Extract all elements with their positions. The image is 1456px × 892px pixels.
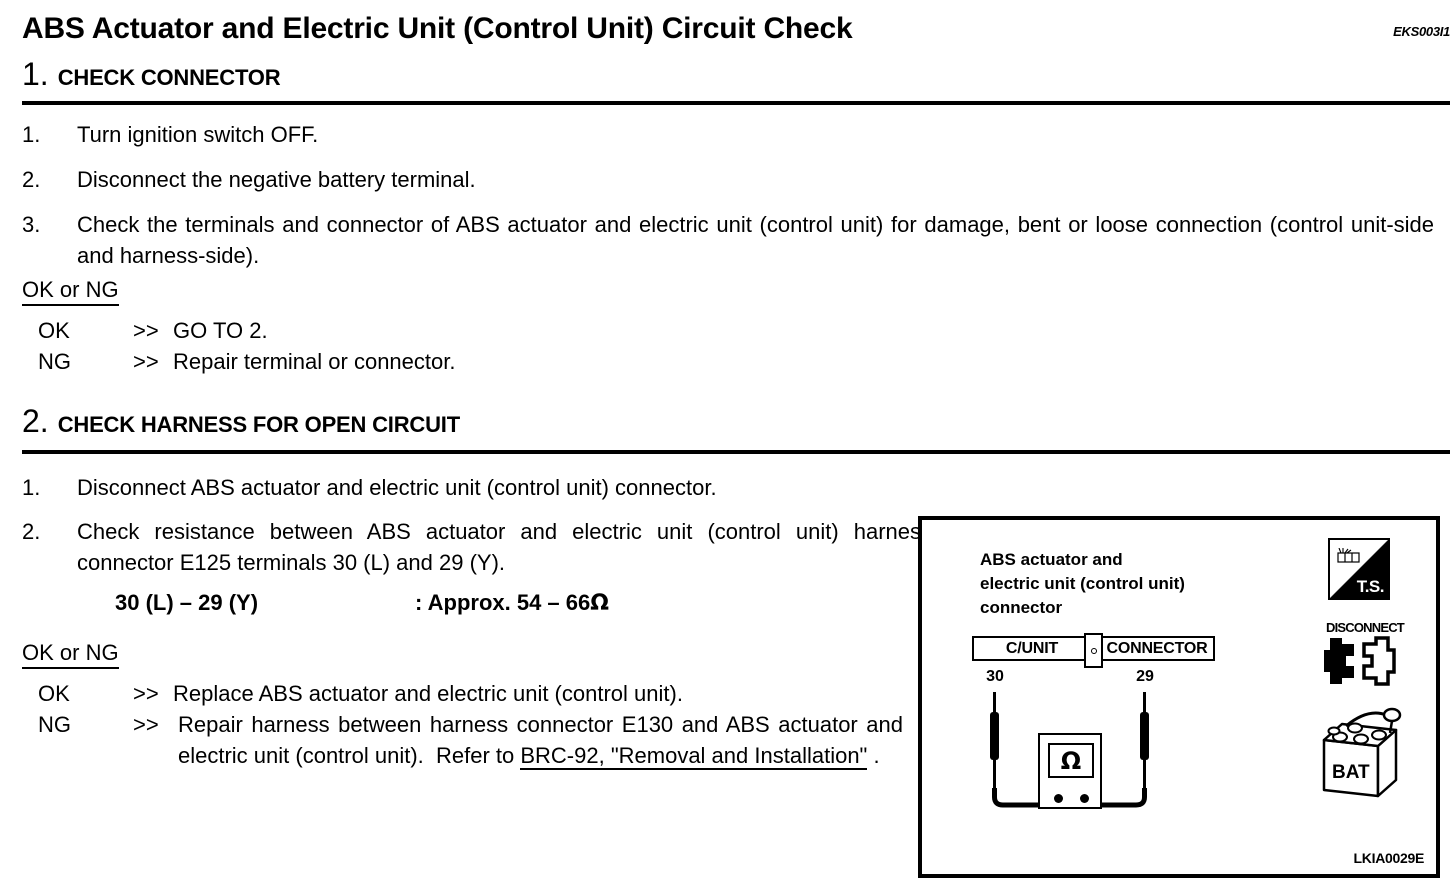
step-2-heading: 2. CHECK HARNESS FOR OPEN CIRCUIT (22, 405, 460, 438)
connector-sketch-icon (1337, 548, 1360, 563)
disconnect-label: DISCONNECT (1326, 620, 1405, 635)
battery-icon: BAT (1322, 707, 1402, 798)
figure-id: LKIA0029E (1353, 850, 1425, 866)
connector-label-cunit: C/UNIT (1005, 639, 1059, 657)
judgement-tag-ng: NG (38, 349, 71, 374)
spec-unit: Ω (590, 591, 609, 616)
list-item: 1. Disconnect ABS actuator and electric … (22, 472, 1434, 503)
disconnect-icon (1324, 636, 1396, 686)
caption-line-3: connector (980, 598, 1063, 617)
spec-terminals: 30 (L) – 29 (Y) (115, 590, 259, 615)
document-ref-code: EKS003I1 (1393, 24, 1450, 39)
divider-step-2 (22, 450, 1450, 454)
tool-service-icon: T.S. (1328, 538, 1390, 600)
list-item-number: 2. (22, 519, 41, 544)
judgement-row-ok: OK >> GO TO 2. (38, 315, 455, 346)
resistance-spec: 30 (L) – 29 (Y) : Approx. 54 – 66Ω (115, 590, 609, 616)
connector-notch-hole-icon (1090, 647, 1097, 654)
judgement-arrow-ng: >> (133, 349, 159, 374)
probe-30-body-icon (990, 712, 999, 760)
step-1-judgement-heading: OK or NG (22, 277, 119, 306)
judgement-ng-text-after: . (867, 743, 880, 768)
probe-30-shaft-icon (993, 756, 996, 790)
illustration-panel: ABS actuator and electric unit (control … (918, 516, 1440, 878)
list-item-text: Turn ignition switch OFF. (77, 122, 319, 147)
ohmmeter-display: Ω (1048, 743, 1094, 778)
judgement-arrow-ng: >> (133, 712, 159, 737)
divider-step-1 (22, 101, 1450, 105)
step-2-judgement-heading: OK or NG (22, 640, 119, 669)
probe-29-body-icon (1140, 712, 1149, 760)
step-1-title: CHECK CONNECTOR (57, 65, 281, 90)
list-item: 2. Disconnect the negative battery termi… (22, 164, 1434, 195)
connector-notch (1084, 633, 1103, 668)
ohmmeter: Ω (1038, 733, 1102, 809)
connector-diagram: C/UNIT CONNECTOR (972, 633, 1215, 668)
probe-29-tip-icon (1143, 692, 1146, 728)
judgement-tag-ng: NG (38, 712, 71, 737)
list-item: 3. Check the terminals and connector of … (22, 209, 1434, 271)
judgement-text-ng: Repair terminal or connector. (173, 349, 456, 374)
judgement-tag-ok: OK (38, 318, 70, 343)
list-item-number: 3. (22, 212, 41, 237)
list-item-text: Check the terminals and connector of ABS… (77, 212, 1434, 268)
step-2-procedure-list: 1. Disconnect ABS actuator and electric … (22, 472, 1434, 578)
caption-line-2: electric unit (control unit) (980, 574, 1185, 593)
judgement-tag-ok: OK (38, 681, 70, 706)
judgement-text-ok: Replace ABS actuator and electric unit (… (173, 681, 683, 706)
ohmmeter-jack-left-icon (1054, 794, 1063, 803)
list-item-text: Disconnect the negative battery terminal… (77, 167, 476, 192)
step-1-judgement-rows: OK >> GO TO 2. NG >> Repair terminal or conn… (38, 315, 455, 377)
step-1-number: 1. (22, 56, 49, 92)
list-item-number: 1. (22, 475, 41, 500)
connector-label-connector: CONNECTOR (1106, 639, 1208, 657)
caption-line-1: ABS actuator and (980, 550, 1123, 569)
judgement-row-ok: OK >> Replace ABS actuator and electric un… (38, 678, 683, 709)
judgement-row-ng: NG >> Repair terminal or connector. (38, 346, 455, 377)
step-2-number: 2. (22, 403, 49, 439)
list-item-number: 2. (22, 167, 41, 192)
tool-service-label: T.S. (1356, 577, 1385, 596)
judgement-ng-text-before: Repair harness between harness connector… (178, 712, 903, 768)
judgement-arrow-ok: >> (133, 318, 159, 343)
step-1-heading: 1. CHECK CONNECTOR (22, 56, 281, 92)
ohmmeter-jack-right-icon (1080, 794, 1089, 803)
svg-text:BAT: BAT (1332, 762, 1370, 783)
list-item-number: 1. (22, 122, 41, 147)
step-1-procedure-list: 1. Turn ignition switch OFF. 2. Disconne… (22, 119, 1434, 271)
illustration-caption: ABS actuator and electric unit (control … (980, 548, 1185, 620)
probe-30-tip-icon (993, 692, 996, 728)
judgement-arrow-ok: >> (133, 681, 159, 706)
judgement-text-ok: GO TO 2. (173, 318, 268, 343)
step-2-judgement-ng-row: NG >> Repair harness between harness con… (38, 709, 903, 771)
page-title: ABS Actuator and Electric Unit (Control … (22, 12, 853, 45)
spec-value: : Approx. 54 – 66 (415, 590, 591, 615)
list-item-text: Disconnect ABS actuator and electric uni… (77, 475, 717, 500)
step-2-judgement-ok-row: OK >> Replace ABS actuator and electric un… (38, 678, 683, 709)
cross-reference-link[interactable]: BRC-92, "Removal and Installation" (520, 743, 868, 770)
list-item: 2. Check resistance between ABS actuator… (22, 516, 1434, 578)
probe-29-shaft-icon (1143, 756, 1146, 790)
list-item: 1. Turn ignition switch OFF. (22, 119, 1434, 150)
terminal-label-29: 29 (1136, 668, 1154, 685)
step-2-title: CHECK HARNESS FOR OPEN CIRCUIT (57, 412, 460, 437)
terminal-label-30: 30 (986, 668, 1004, 685)
list-item-text: Check resistance between ABS actuator an… (77, 519, 932, 575)
judgement-text-ng: Repair harness between harness connector… (178, 709, 903, 771)
